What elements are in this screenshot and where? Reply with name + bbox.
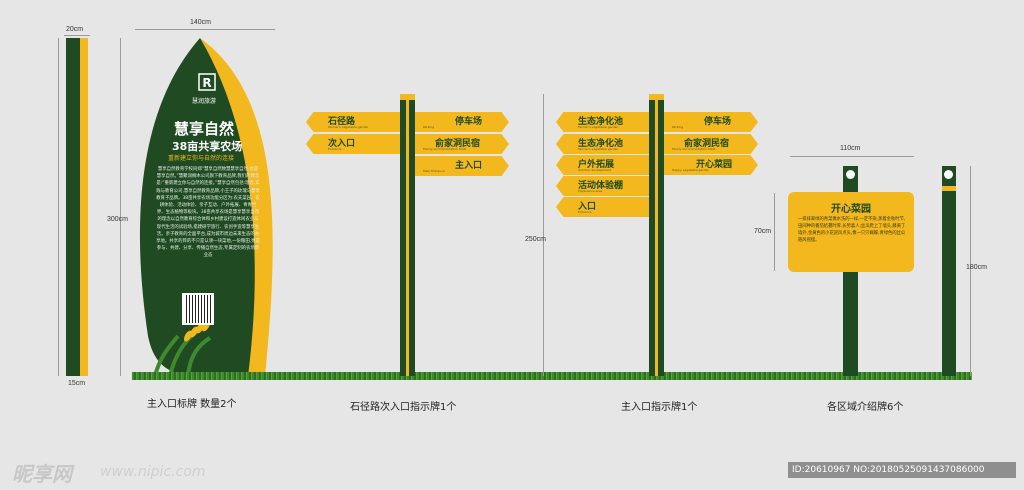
caption-signpost2: 主入口指示牌1个: [621, 402, 698, 413]
pillar-width-dim: 20cm: [66, 26, 84, 33]
signpost-height-dim: 250cm: [525, 236, 547, 243]
board-post-logo-icon: [846, 170, 855, 179]
board-width-dim: 110cm: [840, 145, 861, 152]
signpost1-sign-right-3: 主入口 Main Entrance: [415, 156, 509, 176]
sign-label: 石径路: [328, 117, 356, 127]
caption-monument: 主入口标牌 数量2个: [147, 399, 237, 410]
side-post-height-dim: 180cm: [966, 264, 988, 271]
monument-green-leaf: [139, 38, 255, 376]
monument-body: 慧享自然教育学校同郑“慧享自然致慧慧享自然,也是慧享自然。”慧聚润桐木公司旗下教…: [156, 167, 260, 259]
signpost1-sign-left-2: 次入口 Entrance: [306, 134, 400, 154]
board-body: 一排排翠绿的青菜像水洗的一样,一定不染,蒸着金秋时节,田间种的番茄结蔓时厚,长势…: [798, 217, 906, 243]
sign-label: 主入口: [455, 161, 483, 171]
sign-sublabel: Entrance: [328, 147, 342, 151]
info-board: 开心菜园 一排排翠绿的青菜像水洗的一样,一定不染,蒸着金秋时节,田间种的番茄结蔓…: [788, 192, 914, 272]
sign-label: 生态净化池: [578, 117, 624, 127]
sign-sublabel: Experience area: [578, 189, 603, 193]
sign-sublabel: Outdoor development: [578, 168, 611, 172]
signpost1-cap: [400, 94, 415, 100]
watermark-url: www.nipic.com: [100, 464, 206, 480]
svg-text:R: R: [202, 76, 211, 90]
signpost2-sign-left-3: 户外拓展 Outdoor development: [556, 155, 649, 175]
sign-sublabel: Main Entrance: [423, 169, 445, 173]
signpost1-post: [400, 94, 415, 376]
signpost2-post: [649, 94, 664, 376]
monument-height-line: [120, 38, 121, 376]
monument-sign: [139, 38, 273, 377]
board-height-line: [774, 193, 775, 271]
signpost1-sign-right-1: 停车场 Parking: [415, 112, 509, 132]
monument-subtitle: 38亩共享农场: [172, 140, 243, 153]
side-post-height-line: [970, 166, 971, 376]
sign-label: 停车场: [455, 117, 483, 127]
signpost1-sign-right-2: 俞家洞民宿 Family accommodation hotel: [415, 134, 509, 154]
signpost2-sign-right-2: 俞家洞民宿 Family accommodation hotel: [664, 134, 758, 154]
sign-sublabel: Entrance: [578, 210, 592, 214]
sign-label: 次入口: [328, 139, 356, 149]
monument-width-dim: 140cm: [190, 19, 212, 26]
board-title: 开心菜园: [831, 204, 871, 215]
logo-icon: R: [198, 73, 216, 91]
side-post: [942, 166, 956, 376]
signpost2-sign-right-1: 停车场 Parking: [664, 112, 758, 132]
sign-sublabel: Farmer's vegetable garden: [328, 125, 369, 129]
monument-slogan: 重新建立你与自然的连接: [168, 155, 235, 162]
qr-code: [182, 293, 214, 325]
sign-label: 俞家洞民宿: [435, 139, 481, 149]
caption-signpost1: 石径路次入口指示牌1个: [350, 402, 457, 413]
signpost2-sign-right-3: 开心菜园 Happy vegetable garden: [664, 155, 758, 175]
signpost1-sign-left-1: 石径路 Farmer's vegetable garden: [306, 112, 400, 132]
sign-sublabel: Family accommodation hotel: [672, 147, 716, 151]
sign-sublabel: Farmer's vegetable garden: [578, 125, 619, 129]
signpost2-sign-left-1: 生态净化池 Farmer's vegetable garden: [556, 112, 649, 132]
pillar-width-line: [64, 35, 90, 36]
board-height-dim: 70cm: [754, 228, 772, 235]
sign-sublabel: Parking: [423, 125, 435, 129]
signpost2-sign-left-4: 活动体验棚 Experience area: [556, 176, 649, 196]
pillar-base-dim: 15cm: [68, 380, 86, 387]
sign-label: 入口: [578, 202, 597, 212]
board-width-line: [790, 156, 914, 157]
caption-board: 各区域介绍牌6个: [827, 402, 904, 413]
side-post-logo-icon: [944, 170, 953, 179]
sign-sublabel: Family accommodation hotel: [423, 147, 467, 151]
monument-height-dim: 300cm: [107, 216, 129, 223]
logo-text: 慧润旅游: [192, 98, 217, 105]
pillar-side: [66, 38, 88, 376]
watermark-brand: 昵享网: [12, 462, 72, 486]
signpost-height-line: [543, 94, 544, 376]
side-post-band: [942, 186, 956, 191]
pillar-height-line: [58, 38, 59, 376]
watermark-id-text: ID:20610967 NO:20180525091437086000: [792, 465, 985, 475]
signpost2-sign-left-2: 生态净化池 Farmer's vegetable garden: [556, 134, 649, 154]
sign-label: 开心菜园: [696, 160, 733, 170]
sign-label: 活动体验棚: [578, 181, 624, 191]
monument-width-line: [135, 29, 275, 30]
sign-label: 户外拓展: [578, 160, 615, 170]
signpost2-sign-left-5: 入口 Entrance: [556, 197, 649, 217]
sign-sublabel: Parking: [672, 125, 684, 129]
sign-label: 生态净化池: [578, 139, 624, 149]
grass-strip: [132, 372, 972, 380]
watermark-id: ID:20610967 NO:20180525091437086000: [788, 462, 1016, 478]
pillar-yellow-face: [80, 38, 88, 376]
sign-label: 停车场: [704, 117, 732, 127]
monument-title: 慧享自然: [174, 120, 235, 138]
sign-label: 俞家洞民宿: [684, 139, 730, 149]
sign-sublabel: Farmer's vegetable garden: [578, 147, 619, 151]
sign-sublabel: Happy vegetable garden: [672, 168, 710, 172]
signpost2-cap: [649, 94, 664, 100]
